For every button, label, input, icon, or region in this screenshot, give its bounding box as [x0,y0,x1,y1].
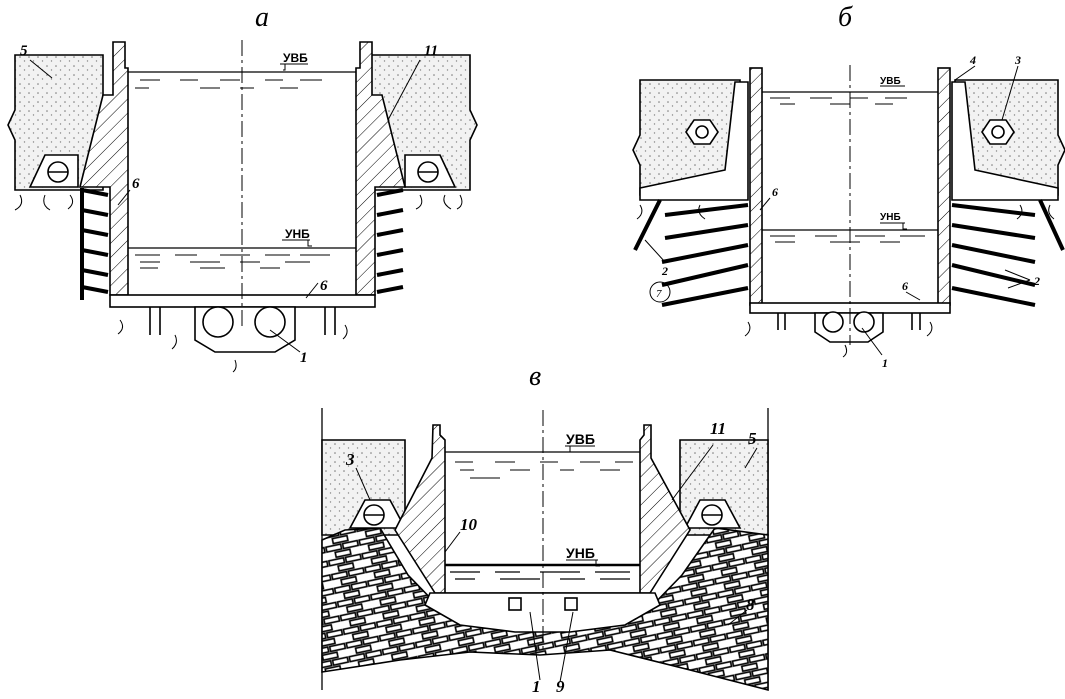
label-v-8: 8 [746,595,755,614]
label-b-6-floor: 6 [902,279,908,293]
diagram-b [632,65,1065,358]
caption-a: а [255,2,269,33]
label-a-6-floor: 6 [320,278,328,294]
label-v-11: 11 [710,419,726,438]
anchor-nut-right [981,119,1015,145]
wall-left-b [749,67,763,306]
caption-b: б [838,2,853,33]
diagram-a [7,40,478,373]
level-lower-a: УНБ [285,227,310,241]
level-lower-v: УНБ [566,545,595,561]
anchors-left-b [633,199,749,307]
label-v-5: 5 [748,429,757,448]
level-lower-b: УНБ [880,212,901,223]
label-b-1: 1 [882,356,888,370]
label-b-3: 3 [1014,53,1021,67]
label-b-7: 7 [656,288,662,300]
wall-right [355,41,407,296]
label-v-9: 9 [556,677,565,694]
label-v-3: 3 [345,450,355,469]
anchors-right-b [951,199,1065,307]
label-b-2-right: 2 [1033,274,1040,288]
label-a-11: 11 [424,43,438,59]
caption-v: в [529,361,541,392]
anchors-left-a [80,188,109,300]
anchors-right-a [376,188,404,294]
label-b-4: 4 [969,53,976,67]
wall-right-b [937,67,951,306]
level-upper-b: УВБ [880,76,901,87]
label-b-2-left: 2 [661,264,668,278]
backfill-left [7,54,104,191]
label-a-1: 1 [300,350,308,366]
label-a-5: 5 [20,43,28,59]
label-a-6-wall: 6 [132,176,140,192]
gallery-pipe-a2 [254,306,286,338]
gallery-pipe-a1 [202,306,234,338]
anchor-nut-left [685,119,719,145]
label-v-10: 10 [460,515,478,534]
label-v-1: 1 [532,677,541,694]
level-upper-v: УВБ [566,431,595,447]
diagram-v [321,408,769,692]
level-upper-a: УВБ [283,51,308,65]
label-b-6-wall: 6 [772,185,778,199]
